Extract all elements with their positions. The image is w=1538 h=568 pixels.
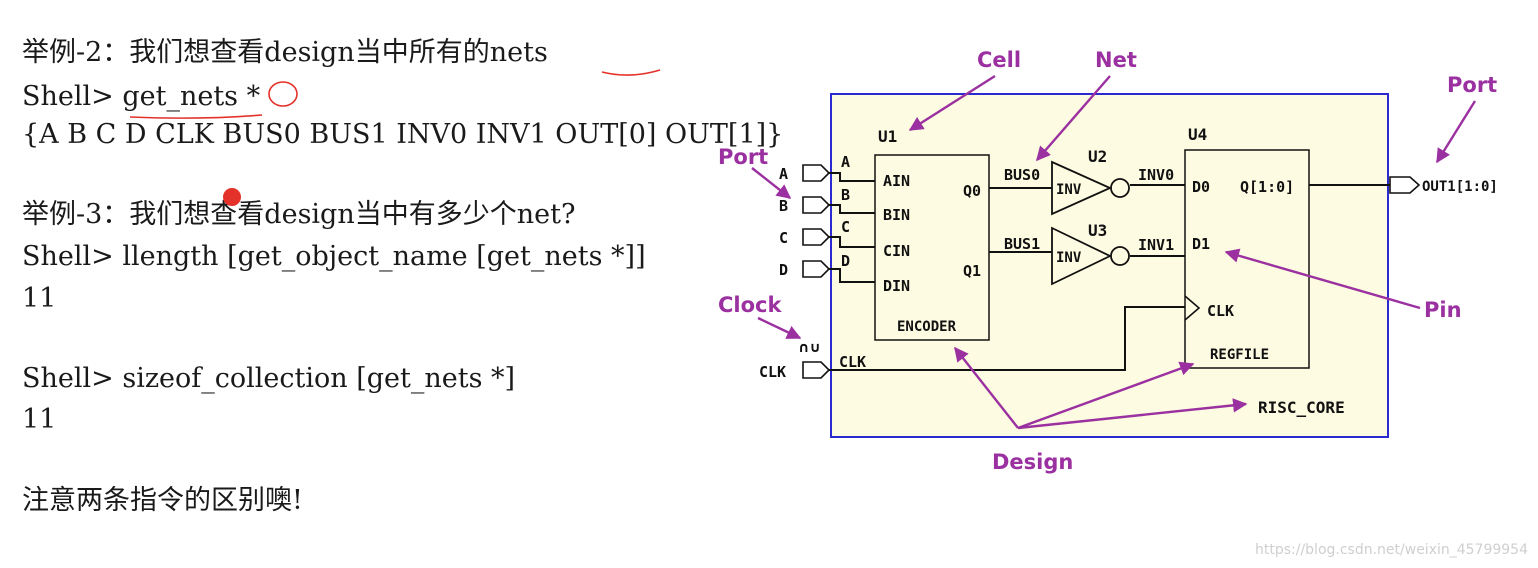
u1-cell-name: ENCODER [897,319,957,335]
u1-pin-q1: Q1 [963,262,981,280]
u4-pin-d1: D1 [1192,235,1210,253]
u1-pin-bin: BIN [883,206,910,224]
u1-pin-q0: Q0 [963,182,981,200]
port-out-shape [1389,176,1421,194]
port-clk-shape [802,361,831,379]
net-inv1-label: INV1 [1138,236,1174,254]
port-a-label: A [779,165,788,183]
u2-name: U2 [1088,147,1107,166]
u2-cell-name: INV [1056,182,1082,198]
u3-cell-name: INV [1056,250,1082,266]
callout-pin: Pin [1424,298,1462,322]
port-b-shape [802,196,831,214]
net-bus0-label: BUS0 [1004,166,1040,184]
example-2-title: 举例-2：我们想查看design当中所有的nets [22,37,548,68]
watermark: https://blog.csdn.net/weixin_45799954 [1254,542,1528,558]
net-c-label: C [841,218,850,236]
callout-cell: Cell [977,48,1021,72]
example-3-result-2: 11 [22,404,57,435]
callout-clock: Clock [718,293,782,317]
u4-clock-triangle [1184,295,1201,321]
port-d-label: D [779,261,788,279]
callout-design: Design [992,450,1073,474]
port-a-shape [802,164,831,182]
handwritten-annotations [129,69,661,119]
callout-port-left: Port [718,145,768,169]
port-c-shape [802,228,831,246]
circle-asterisk [268,81,298,107]
example-2-command: Shell> get_nets * [22,81,261,112]
net-bus1-label: BUS1 [1004,235,1040,253]
u4-cell-name: REGFILE [1210,347,1269,363]
u1-pin-din: DIN [883,277,910,295]
u4-name: U4 [1188,125,1207,144]
net-clk-label: CLK [839,353,866,371]
inverter-u2 [1051,160,1130,216]
design-name: RISC_CORE [1258,398,1345,417]
inverter-u3 [1051,226,1130,286]
callout-net: Net [1095,48,1137,72]
example-3-command-1: Shell> llength [get_object_name [get_net… [22,241,646,272]
u3-name: U3 [1088,221,1107,240]
u1-pin-cin: CIN [883,242,910,260]
example-3-title: 举例-3：我们想查看design当中有多少个net? [22,199,576,230]
clock-waveform-icon: ∩∪ [798,340,821,356]
u4-pin-clk: CLK [1207,302,1234,320]
port-clk-label: CLK [759,363,786,381]
u4-pin-q: Q[1:0] [1240,178,1294,196]
example-3-result-1: 11 [22,283,57,314]
input-ports [802,164,831,379]
callout-port-right: Port [1447,73,1497,97]
u4-pin-d0: D0 [1192,178,1210,196]
port-d-shape [802,260,831,278]
example-2-result: {A B C D CLK BUS0 BUS1 INV0 INV1 OUT[0] … [22,119,784,150]
u1-encoder-cell [874,154,990,341]
net-inv0-label: INV0 [1138,166,1174,184]
wires [829,172,1390,371]
u1-name: U1 [878,127,897,146]
port-b-label: B [779,197,788,215]
underline-nets [601,69,661,76]
u1-pin-ain: AIN [883,172,910,190]
example-3-command-2: Shell> sizeof_collection [get_nets *] [22,363,516,394]
net-d-label: D [841,252,850,270]
net-b-label: B [841,186,850,204]
net-a-label: A [841,153,850,171]
note-text: 注意两条指令的区别噢! [22,485,303,516]
port-out-label: OUT1[1:0] [1422,179,1498,195]
callout-arrows [751,74,1477,430]
port-c-label: C [779,229,788,247]
red-cursor-dot [223,188,241,206]
underline-get-nets [129,114,263,119]
